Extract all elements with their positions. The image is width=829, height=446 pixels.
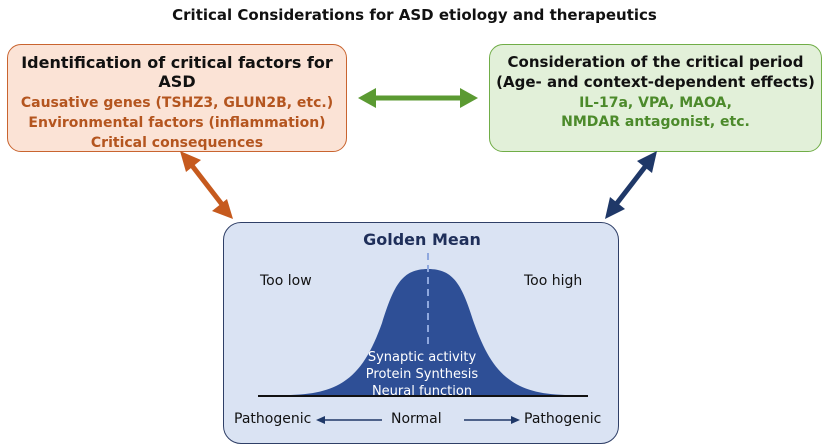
green-arrowhead-right — [460, 88, 478, 108]
protein-synthesis-label: Protein Synthesis — [365, 367, 479, 382]
orange-arrowhead-bottom — [212, 199, 233, 219]
critical-factors-heading: Identification of critical factors for A… — [21, 53, 333, 91]
critical-consequences-text: Critical consequences — [90, 135, 264, 151]
pathogenic-left-label: Pathogenic — [234, 411, 312, 427]
too-low-label: Too low — [260, 273, 312, 289]
right-axis-arrowhead — [511, 416, 520, 424]
navy-double-arrow — [612, 161, 650, 209]
neural-function-label: Neural function — [371, 384, 473, 399]
pathogenic-right-label: Pathogenic — [524, 411, 602, 427]
critical-period-heading: Consideration of the critical period — [507, 53, 804, 71]
synaptic-activity-label: Synaptic activity — [367, 350, 477, 365]
environmental-factors-text: Environmental factors (inflammation) — [28, 115, 326, 131]
diagram-title: Critical Considerations for ASD etiology… — [172, 6, 657, 24]
critical-factors-box: Identification of critical factors for A… — [7, 44, 347, 152]
green-arrowhead-left — [358, 88, 376, 108]
critical-period-factors-2: NMDAR antagonist, etc. — [561, 114, 750, 130]
too-high-label: Too high — [524, 273, 583, 289]
left-axis-arrowhead — [316, 416, 325, 424]
critical-period-subheading: (Age- and context-dependent effects) — [496, 73, 815, 91]
golden-mean-heading: Golden Mean — [363, 230, 481, 249]
curve-labels: Synaptic activity Protein Synthesis Neur… — [224, 349, 620, 400]
golden-mean-box: Golden Mean Too low Too high Synaptic ac… — [223, 222, 619, 444]
navy-arrowhead-top — [637, 151, 657, 173]
bell-curve-graphic — [258, 253, 588, 424]
normal-label: Normal — [391, 411, 442, 427]
orange-double-arrow — [188, 161, 226, 209]
critical-period-factors-1: IL-17a, VPA, MAOA, — [579, 95, 732, 111]
navy-arrowhead-bottom — [605, 197, 625, 219]
orange-arrowhead-top — [180, 151, 201, 172]
critical-period-box: Consideration of the critical period (Ag… — [489, 44, 822, 152]
causative-genes-text: Causative genes (TSHZ3, GLUN2B, etc.) — [20, 95, 334, 111]
